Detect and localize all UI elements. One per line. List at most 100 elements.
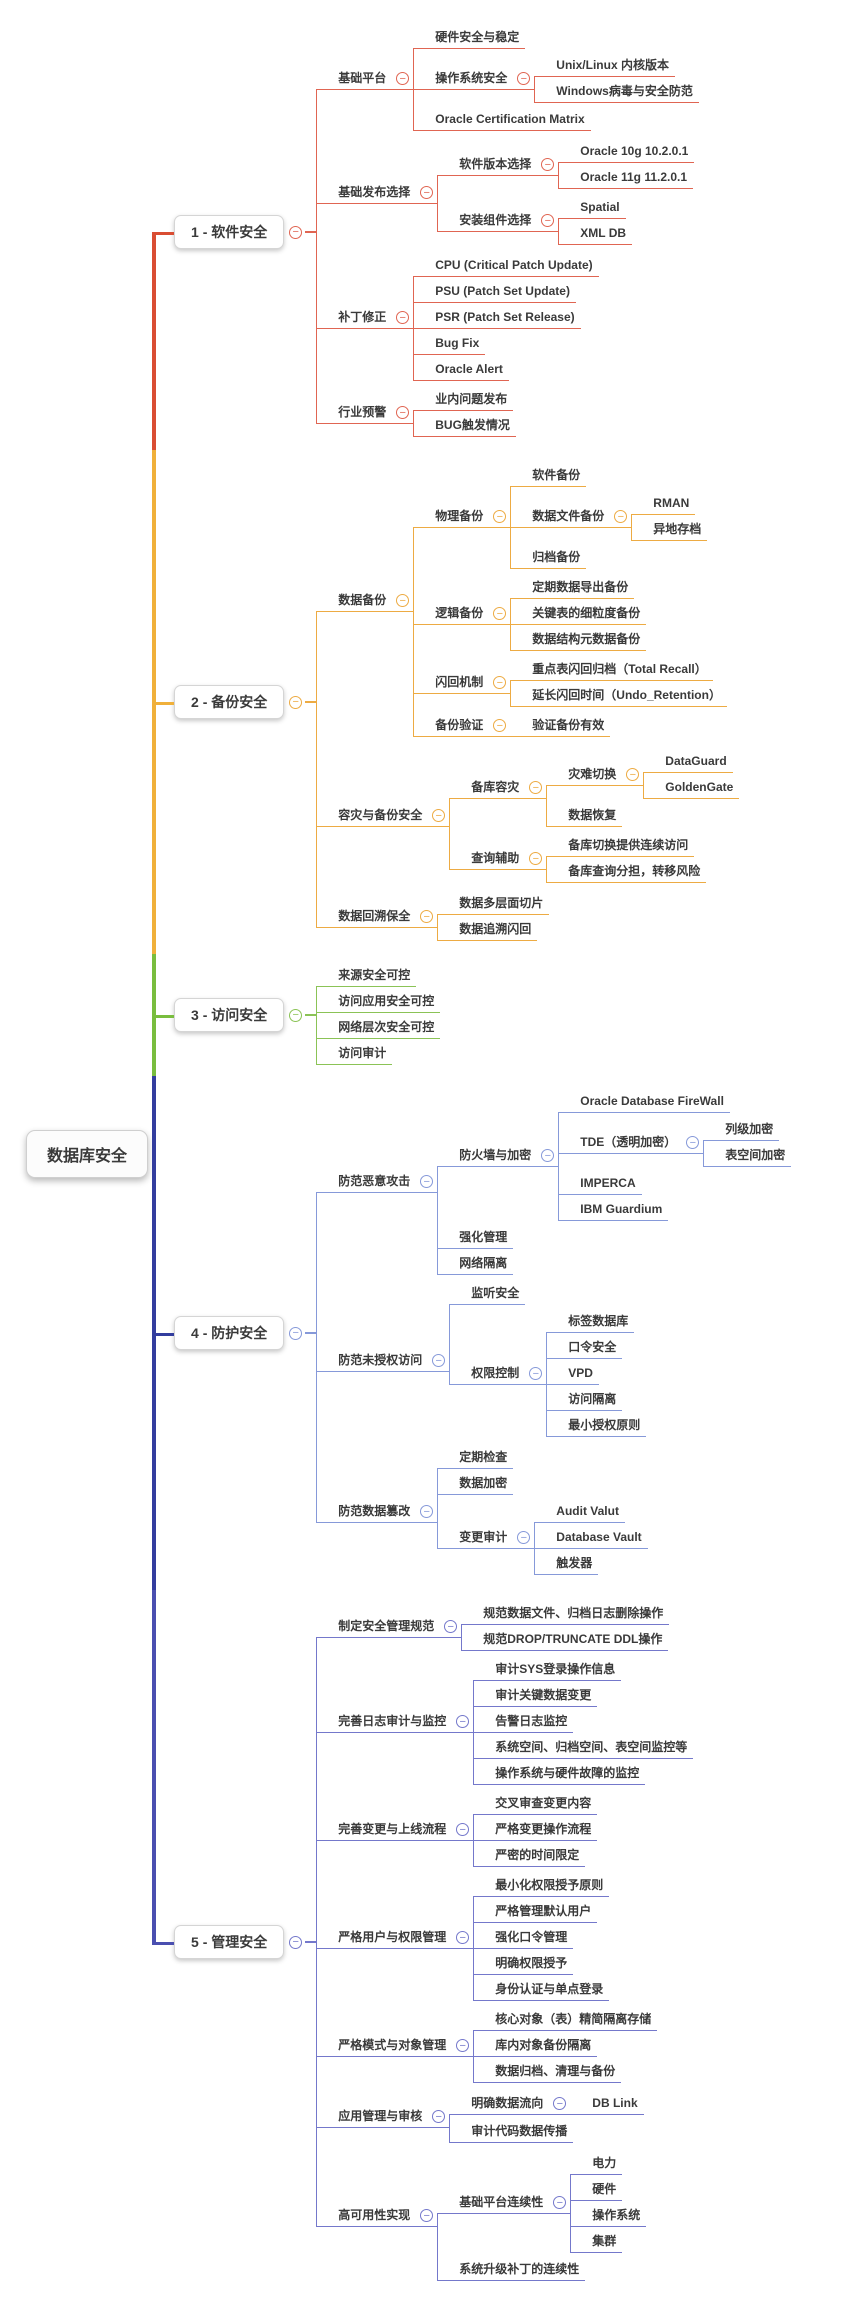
topic-label[interactable]: 安装组件选择 [459,213,532,227]
topic-label[interactable]: 数据追溯闪回 [459,922,532,936]
topic-label[interactable]: BUG触发情况 [435,418,510,432]
topic-label[interactable]: 备份验证 [435,718,484,732]
topic-label[interactable]: 表空间加密 [725,1148,786,1162]
topic-label[interactable]: 完善变更与上线流程 [338,1822,447,1836]
topic-label[interactable]: 硬件安全与稳定 [435,30,520,44]
collapse-icon[interactable]: − [396,406,410,419]
topic-label[interactable]: 行业预警 [338,405,387,419]
topic-label[interactable]: 定期数据导出备份 [532,580,629,594]
topic-label[interactable]: 列级加密 [725,1122,774,1136]
topic-label[interactable]: 触发器 [556,1556,593,1570]
topic-label[interactable]: Oracle Certification Matrix [435,112,585,126]
topic-label[interactable]: 操作系统安全 [435,71,508,85]
topic-label[interactable]: 告警日志监控 [495,1714,568,1728]
topic-label[interactable]: 电力 [592,2156,617,2170]
topic-label[interactable]: 闪回机制 [435,675,484,689]
topic-label[interactable]: 交叉审查变更内容 [495,1796,592,1810]
topic-label[interactable]: 明确数据流向 [471,2096,544,2110]
topic-label[interactable]: 业内问题发布 [435,392,508,406]
topic-label[interactable]: 变更审计 [459,1530,508,1544]
topic-label[interactable]: 数据归档、清理与备份 [495,2064,616,2078]
collapse-icon[interactable]: − [686,1136,700,1149]
topic-label[interactable]: 查询辅助 [471,851,520,865]
topic-label[interactable]: 基础平台连续性 [459,2195,544,2209]
topic-label[interactable]: 定期检查 [459,1450,508,1464]
collapse-icon[interactable]: − [553,2097,567,2110]
topic-label[interactable]: IMPERCA [580,1176,636,1190]
topic-label[interactable]: DataGuard [665,754,727,768]
topic-label[interactable]: VPD [568,1366,593,1380]
collapse-icon[interactable]: − [396,72,410,85]
collapse-icon[interactable]: − [289,1008,303,1022]
topic-label[interactable]: PSR (Patch Set Release) [435,310,575,324]
topic-label[interactable]: 操作系统与硬件故障的监控 [495,1766,640,1780]
topic-label[interactable]: DB Link [592,2096,638,2110]
topic-label[interactable]: 防范未授权访问 [338,1353,423,1367]
collapse-icon[interactable]: − [420,186,434,199]
collapse-icon[interactable]: − [432,1354,446,1367]
topic-label[interactable]: 操作系统 [592,2208,641,2222]
topic-label[interactable]: 库内对象备份隔离 [495,2038,592,2052]
topic-label[interactable]: 严密的时间限定 [495,1848,580,1862]
topic-label[interactable]: 口令安全 [568,1340,617,1354]
topic-label[interactable]: 防火墙与加密 [459,1148,532,1162]
topic-label[interactable]: 软件版本选择 [459,157,532,171]
branch-label[interactable]: 1 - 软件安全 [174,215,285,249]
topic-label[interactable]: Oracle 11g 11.2.0.1 [580,170,688,184]
topic-label[interactable]: 严格变更操作流程 [495,1822,592,1836]
collapse-icon[interactable]: − [517,1531,531,1544]
topic-label[interactable]: 规范数据文件、归档日志删除操作 [483,1606,664,1620]
topic-label[interactable]: 网络隔离 [459,1256,508,1270]
topic-label[interactable]: 集群 [592,2234,617,2248]
topic-label[interactable]: 严格用户与权限管理 [338,1930,447,1944]
topic-label[interactable]: Oracle Alert [435,362,503,376]
topic-label[interactable]: 核心对象（表）精简隔离存储 [495,2012,652,2026]
collapse-icon[interactable]: − [396,311,410,324]
collapse-icon[interactable]: − [493,607,507,620]
topic-label[interactable]: 验证备份有效 [532,718,605,732]
collapse-icon[interactable]: − [432,809,446,822]
topic-label[interactable]: 网络层次安全可控 [338,1020,435,1034]
topic-label[interactable]: 数据多层面切片 [459,896,544,910]
topic-label[interactable]: 异地存档 [653,522,702,536]
collapse-icon[interactable]: − [420,910,434,923]
topic-label[interactable]: 强化管理 [459,1230,508,1244]
topic-label[interactable]: 数据回溯保全 [338,909,411,923]
collapse-icon[interactable]: − [493,510,507,523]
topic-label[interactable]: 访问审计 [338,1046,387,1060]
topic-label[interactable]: 强化口令管理 [495,1930,568,1944]
topic-label[interactable]: GoldenGate [665,780,734,794]
topic-label[interactable]: 基础发布选择 [338,185,411,199]
topic-label[interactable]: 数据结构元数据备份 [532,632,641,646]
topic-label[interactable]: CPU (Critical Patch Update) [435,258,593,272]
collapse-icon[interactable]: − [456,2039,470,2052]
topic-label[interactable]: 审计关键数据变更 [495,1688,592,1702]
topic-label[interactable]: TDE（透明加密） [580,1135,677,1149]
collapse-icon[interactable]: − [517,72,531,85]
topic-label[interactable]: 审计SYS登录操作信息 [495,1662,616,1676]
topic-label[interactable]: 制定安全管理规范 [338,1619,435,1633]
topic-label[interactable]: 数据加密 [459,1476,508,1490]
collapse-icon[interactable]: − [396,594,410,607]
collapse-icon[interactable]: − [529,781,543,794]
topic-label[interactable]: PSU (Patch Set Update) [435,284,570,298]
topic-label[interactable]: 逻辑备份 [435,606,484,620]
branch-label[interactable]: 2 - 备份安全 [174,685,285,719]
topic-label[interactable]: 备库容灾 [471,780,520,794]
topic-label[interactable]: 数据文件备份 [532,509,605,523]
topic-label[interactable]: 最小授权原则 [568,1418,641,1432]
topic-label[interactable]: Unix/Linux 内核版本 [556,58,669,72]
topic-label[interactable]: 审计代码数据传播 [471,2124,568,2138]
branch-label[interactable]: 3 - 访问安全 [174,998,285,1032]
root-node[interactable]: 数据库安全 [26,1130,149,1178]
topic-label[interactable]: 基础平台 [338,71,387,85]
topic-label[interactable]: 访问应用安全可控 [338,994,435,1008]
topic-label[interactable]: 明确权限授予 [495,1956,568,1970]
topic-label[interactable]: Oracle Database FireWall [580,1094,724,1108]
topic-label[interactable]: 硬件 [592,2182,617,2196]
collapse-icon[interactable]: − [493,676,507,689]
collapse-icon[interactable]: − [456,1715,470,1728]
branch-label[interactable]: 4 - 防护安全 [174,1316,285,1350]
topic-label[interactable]: Bug Fix [435,336,480,350]
topic-label[interactable]: 归档备份 [532,550,581,564]
